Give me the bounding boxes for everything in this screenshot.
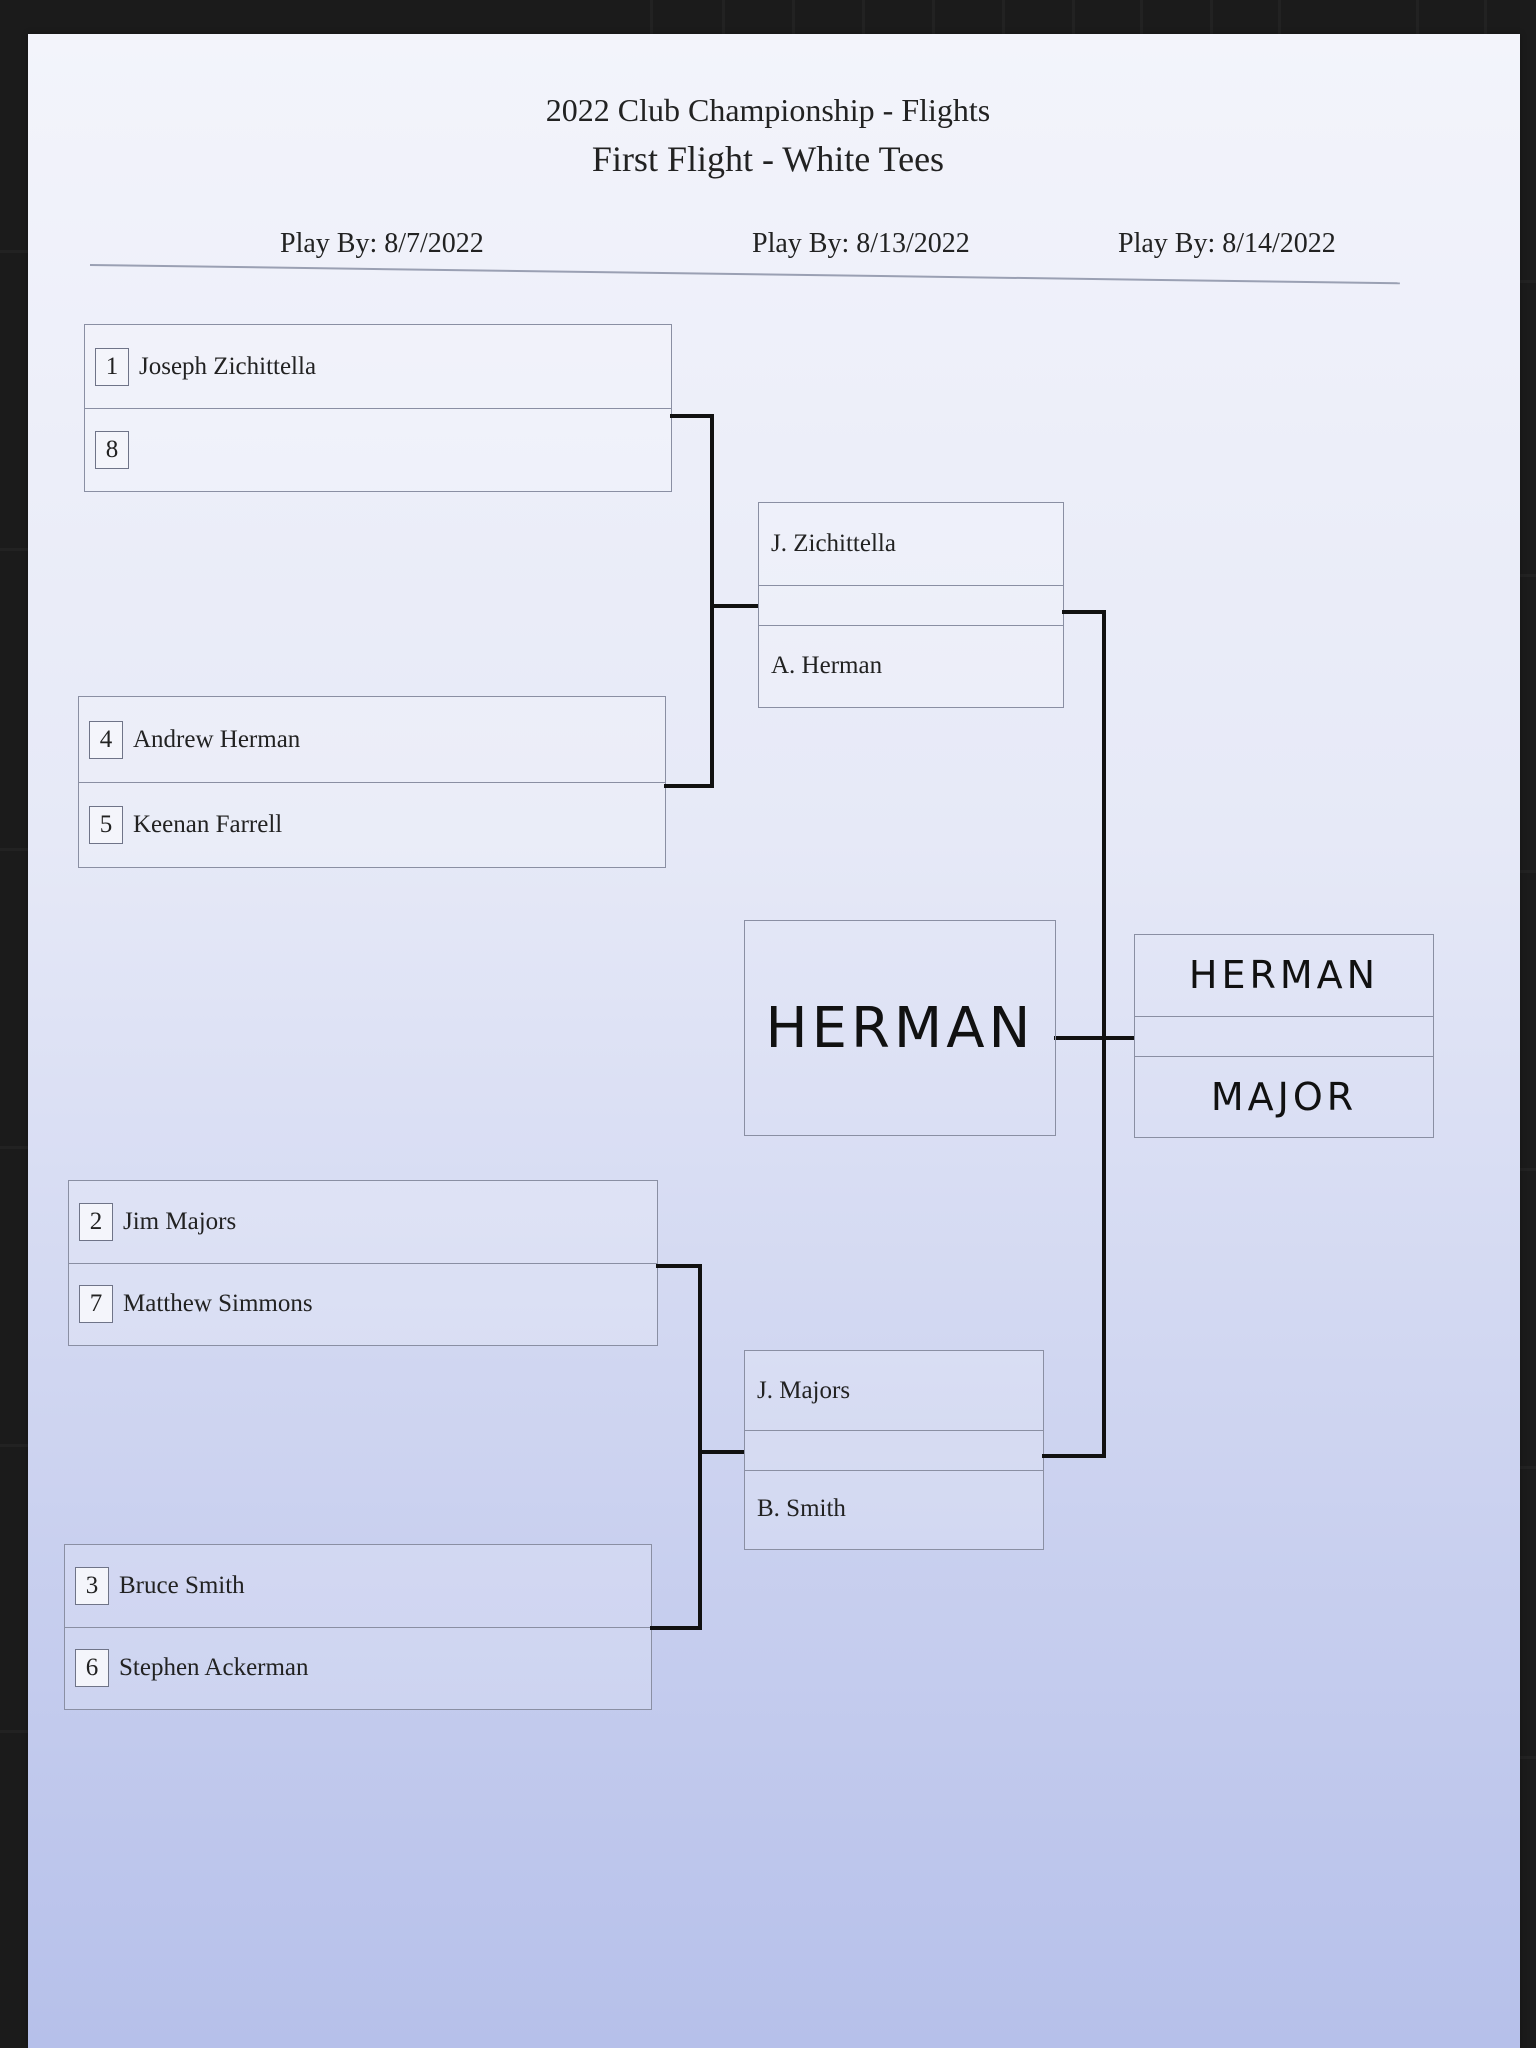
player-name: J. Majors: [757, 1376, 851, 1404]
grid-line: [1416, 0, 1419, 44]
grid-line: [650, 0, 653, 44]
score-line: [759, 585, 1063, 627]
match-box: 4 Andrew Herman 5 Keenan Farrell: [78, 696, 666, 868]
player-name: B. Smith: [757, 1495, 846, 1523]
player-name: Stephen Ackerman: [119, 1654, 309, 1681]
player-name: Bruce Smith: [119, 1572, 245, 1599]
bracket-slot: B. Smith: [745, 1470, 1043, 1549]
grid-line: [1506, 870, 1536, 873]
bracket-connector: [670, 414, 714, 418]
bracket-slot: 2 Jim Majors: [69, 1181, 657, 1264]
bracket-slot: 8: [85, 408, 671, 491]
finalist-name: HERMAN: [1188, 953, 1380, 998]
grid-line: [792, 0, 795, 44]
match-box: J. Majors B. Smith: [744, 1350, 1044, 1550]
grid-line: [1278, 0, 1281, 44]
grid-line: [862, 0, 865, 44]
score-line: [1135, 1016, 1433, 1058]
bracket-slot: HERMAN: [1135, 935, 1433, 1017]
player-name: J. Zichittella: [771, 529, 896, 557]
bracket-connector: [656, 1264, 702, 1268]
grid-line: [1072, 0, 1075, 44]
grid-line: [1140, 0, 1143, 44]
seed-number: 1: [95, 347, 129, 386]
bracket-connector: [1042, 1454, 1106, 1458]
grid-line: [1506, 1466, 1536, 1469]
grid-line: [932, 0, 935, 44]
grid-line: [1002, 0, 1005, 44]
grid-line: [1506, 1168, 1536, 1171]
bracket-slot: J. Zichittella: [759, 503, 1063, 586]
score-line: [745, 1430, 1043, 1471]
bracket-slot: 3 Bruce Smith: [65, 1545, 651, 1628]
bracket-connector: [1062, 610, 1106, 614]
bracket-connector: [702, 1450, 744, 1454]
finalist-name: MAJOR: [1210, 1074, 1358, 1119]
seed-number: 8: [95, 430, 129, 469]
bracket-slot: MAJOR: [1135, 1056, 1433, 1137]
bracket-connector: [1054, 1036, 1134, 1040]
seed-number: 4: [89, 720, 123, 759]
grid-line: [1506, 280, 1536, 283]
grid-line: [1506, 574, 1536, 577]
page-title: 2022 Club Championship - Flights: [545, 92, 991, 128]
bracket-connector: [1102, 610, 1106, 1458]
match-box: 3 Bruce Smith 6 Stephen Ackerman: [64, 1544, 652, 1710]
bracket-sheet: [28, 34, 1520, 2048]
round3-play-by: Play By: 8/14/2022: [1118, 228, 1336, 259]
bracket-slot: 6 Stephen Ackerman: [65, 1627, 651, 1709]
bracket-connector: [714, 604, 758, 608]
player-name: Jim Majors: [123, 1208, 237, 1235]
seed-number: 3: [75, 1567, 109, 1605]
player-name: Joseph Zichittella: [139, 352, 317, 380]
bracket-slot: A. Herman: [759, 625, 1063, 707]
match-box: 2 Jim Majors 7 Matthew Simmons: [68, 1180, 658, 1346]
player-name: Keenan Farrell: [133, 810, 283, 838]
bracket-slot: 1 Joseph Zichittella: [85, 325, 671, 409]
seed-number: 7: [79, 1285, 113, 1323]
final-match-box: HERMAN MAJOR: [1134, 934, 1434, 1138]
bracket-connector: [698, 1264, 702, 1630]
bracket-connector: [650, 1626, 702, 1630]
player-name: Andrew Herman: [133, 725, 301, 753]
bracket-connector: [710, 414, 714, 788]
grid-line: [1506, 1756, 1536, 1759]
bracket-slot: J. Majors: [745, 1351, 1043, 1432]
player-name: A. Herman: [771, 652, 883, 680]
seed-number: 6: [75, 1649, 109, 1687]
grid-line: [1210, 0, 1213, 44]
grid-line: [722, 0, 725, 44]
grid-line: [1484, 0, 1487, 44]
bracket-slot: 7 Matthew Simmons: [69, 1263, 657, 1345]
bracket-connector: [664, 784, 714, 788]
bracket-slot: 5 Keenan Farrell: [79, 782, 665, 867]
champion-name: HERMAN: [765, 995, 1035, 1061]
seed-number: 2: [79, 1203, 113, 1241]
round2-play-by: Play By: 8/13/2022: [752, 228, 970, 259]
seed-number: 5: [89, 805, 123, 844]
match-box: J. Zichittella A. Herman: [758, 502, 1064, 708]
player-name: Matthew Simmons: [123, 1290, 313, 1317]
match-box: 1 Joseph Zichittella 8: [84, 324, 672, 492]
page-subtitle: First Flight - White Tees: [591, 139, 945, 179]
round1-play-by: Play By: 8/7/2022: [280, 228, 484, 259]
champion-box: HERMAN: [744, 920, 1056, 1136]
bracket-slot: 4 Andrew Herman: [79, 697, 665, 783]
